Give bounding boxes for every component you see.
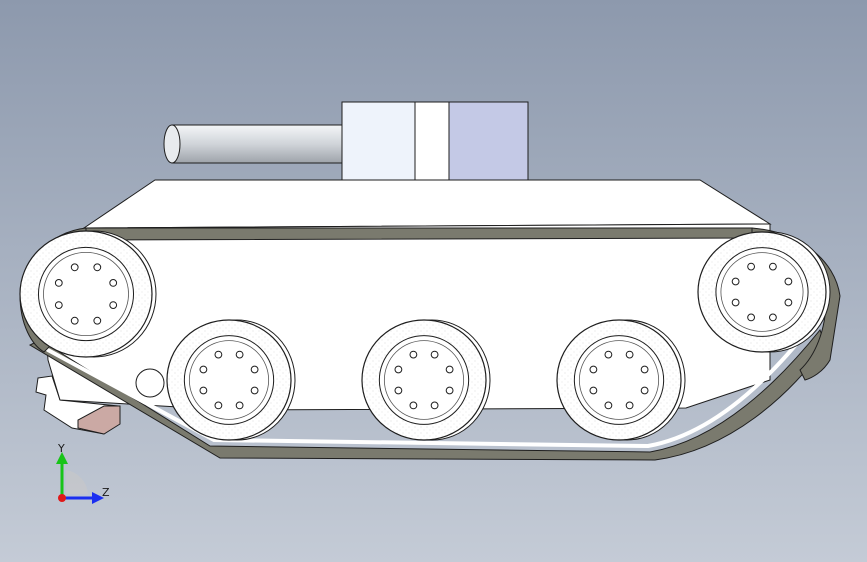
axis-y-label: Y bbox=[58, 442, 65, 455]
wheel-hub-inner bbox=[720, 252, 804, 332]
wheel-bolt bbox=[93, 263, 102, 272]
wheel-bolt bbox=[214, 350, 223, 359]
x-axis-dot bbox=[58, 494, 66, 502]
wheel-bolt bbox=[640, 365, 649, 374]
wheel-hub-inner bbox=[383, 340, 465, 420]
wheel-hub-inner bbox=[578, 340, 660, 420]
wheel-bolt bbox=[589, 386, 598, 395]
wheel-bolt bbox=[784, 277, 793, 286]
wheel-bolt bbox=[93, 316, 102, 325]
wheel-bolt bbox=[250, 365, 259, 374]
wheel-hub-inner bbox=[43, 251, 129, 337]
wheel-bolt bbox=[747, 262, 755, 271]
idler-wheel-rear[interactable] bbox=[19, 230, 157, 358]
wheel-bolt bbox=[235, 350, 244, 359]
wheel-bolt bbox=[70, 316, 79, 325]
hull-upper[interactable] bbox=[82, 179, 772, 229]
road-wheel-3[interactable] bbox=[556, 319, 686, 441]
road-wheel-2[interactable] bbox=[361, 319, 491, 441]
wheel-bolt bbox=[731, 298, 740, 307]
wheel-bolt bbox=[109, 279, 118, 287]
axis-z-label: Z bbox=[102, 486, 110, 499]
wheel-bolt bbox=[747, 313, 755, 322]
wheel-bolt bbox=[199, 365, 208, 374]
wheel-bolt bbox=[625, 401, 634, 410]
wheel-bolt bbox=[214, 401, 223, 410]
triad-arc bbox=[66, 470, 88, 494]
wheel-hub-inner bbox=[188, 340, 270, 420]
wheel-bolt bbox=[640, 386, 649, 395]
road-wheel-1[interactable] bbox=[166, 319, 296, 441]
y-axis-arrowhead bbox=[56, 452, 68, 464]
wheel-bolt bbox=[784, 298, 793, 307]
wheel-bolt bbox=[445, 365, 454, 374]
wheel-bolt bbox=[445, 386, 454, 395]
wheel-bolt bbox=[109, 301, 118, 310]
wheel-bolt bbox=[731, 277, 740, 286]
coordinate-triad bbox=[56, 452, 104, 504]
wheel-bolt bbox=[394, 386, 403, 395]
wheel-bolt bbox=[625, 350, 634, 359]
wheel-bolt bbox=[604, 401, 613, 410]
wheel-bolt bbox=[430, 401, 439, 410]
wheel-bolt bbox=[235, 401, 244, 410]
wheel-bolt bbox=[769, 262, 777, 271]
wheel-bolt bbox=[589, 365, 598, 374]
wheel-bolt bbox=[409, 401, 418, 410]
z-axis-arrowhead bbox=[92, 492, 104, 504]
wheel-bolt bbox=[70, 263, 79, 272]
wheel-set bbox=[19, 230, 831, 441]
wheel-bolt bbox=[604, 350, 613, 359]
wheel-bolt bbox=[394, 365, 403, 374]
wheel-bolt bbox=[250, 386, 259, 395]
wheel-bolt bbox=[430, 350, 439, 359]
wheel-bolt bbox=[199, 386, 208, 395]
wheel-bolt bbox=[54, 301, 63, 310]
wheel-bolt bbox=[54, 279, 63, 287]
idler-wheel-front[interactable] bbox=[697, 231, 831, 353]
turret[interactable] bbox=[341, 101, 529, 181]
wheel-bolt bbox=[769, 313, 777, 322]
wheel-bolt bbox=[409, 350, 418, 359]
gun-barrel[interactable] bbox=[163, 124, 345, 164]
